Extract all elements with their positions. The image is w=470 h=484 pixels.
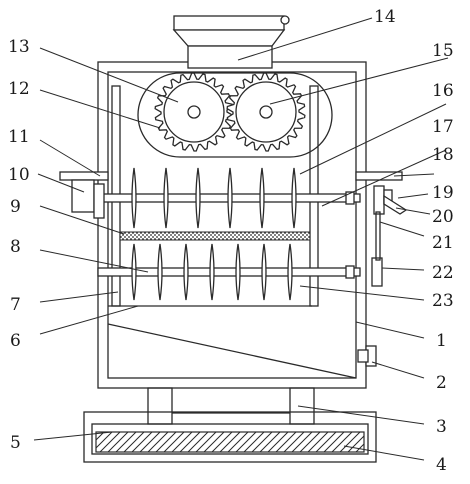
callout-18: 18 <box>432 145 454 165</box>
callout-12: 12 <box>8 79 30 99</box>
callout-2: 2 <box>436 373 447 393</box>
callout-11: 11 <box>8 127 30 147</box>
callout-3: 3 <box>436 417 447 437</box>
upper-blade-3 <box>195 167 201 229</box>
callout-21: 21 <box>432 233 454 253</box>
callout-6: 6 <box>10 331 21 351</box>
lower-blade-1 <box>131 243 137 301</box>
crushing-blades <box>131 167 297 301</box>
callout-1: 1 <box>436 331 447 351</box>
right-drive <box>355 171 408 287</box>
callout-15: 15 <box>432 41 454 61</box>
support-legs <box>147 387 315 425</box>
callout-10: 10 <box>8 165 30 185</box>
callout-leaders <box>33 17 449 461</box>
upper-blade-5 <box>259 167 265 229</box>
left-roller-hub <box>187 105 201 119</box>
lower-blade-7 <box>287 243 293 301</box>
callout-20: 20 <box>432 207 454 227</box>
right-crushing-roller-rim <box>235 81 297 143</box>
upper-blade-2 <box>163 167 169 229</box>
callout-14: 14 <box>374 7 396 27</box>
crushing-rollers <box>137 72 333 158</box>
callout-7: 7 <box>10 295 21 315</box>
upper-blade-6 <box>291 167 297 229</box>
upper-blade-1 <box>131 167 137 229</box>
callout-17: 17 <box>432 117 454 137</box>
base-plate <box>83 411 377 463</box>
callout-9: 9 <box>10 197 21 217</box>
callout-22: 22 <box>432 263 454 283</box>
left-motor <box>59 171 109 219</box>
callout-8: 8 <box>10 237 21 257</box>
callout-19: 19 <box>432 183 454 203</box>
callout-23: 23 <box>432 291 454 311</box>
lower-blade-4 <box>209 243 215 301</box>
callout-labels: 14 13 15 12 16 11 17 10 18 19 9 20 21 8 … <box>8 7 454 475</box>
feed-hopper <box>172 15 290 69</box>
lower-blade-3 <box>183 243 189 301</box>
left-crushing-roller-rim <box>163 81 225 143</box>
discharge-outlet <box>357 345 377 367</box>
callout-16: 16 <box>432 81 454 101</box>
lower-blade-6 <box>261 243 267 301</box>
filter-screen <box>119 231 311 241</box>
lower-blade-5 <box>235 243 241 301</box>
callout-13: 13 <box>8 37 30 57</box>
right-roller-hub <box>259 105 273 119</box>
callout-5: 5 <box>10 433 21 453</box>
lower-blade-2 <box>157 243 163 301</box>
upper-blade-4 <box>227 167 233 229</box>
callout-4: 4 <box>436 455 447 475</box>
